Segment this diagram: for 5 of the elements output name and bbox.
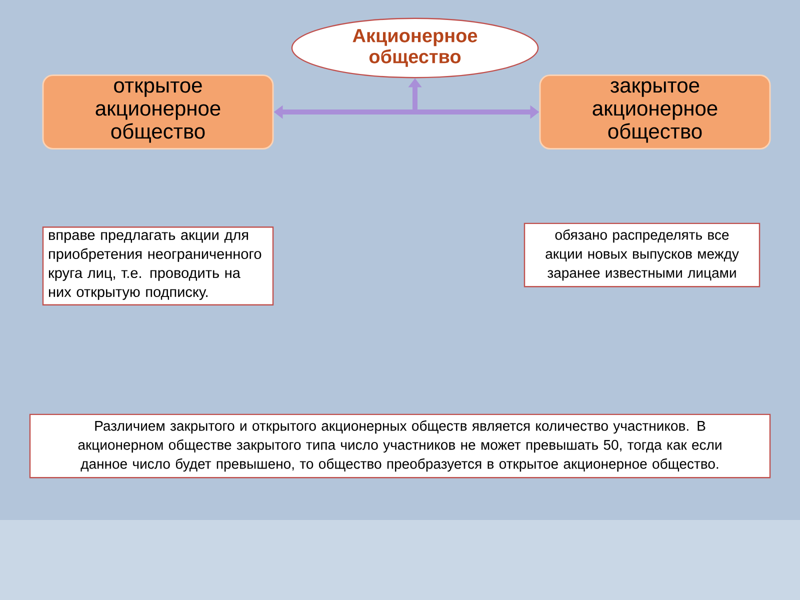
description-box: Различием закрытого и открытого акционерных обществ является количество участников. В акционерном обществе закрытого типа число участников не может превышать 50, тогда как если данное число будет превышено, то общество преобразуется в открытое акционерное общество. [29, 414, 771, 478]
description-box: обязано распределять все акции новых выпусков между заранее известными лицами [524, 222, 760, 288]
category-box: закрытое акционерное общество [539, 74, 771, 150]
description-box: вправе предлагать акции для приобретения неограниченного круга лиц, т.е. проводить на них открытую подписку. [42, 226, 274, 306]
category-box: открытое акционерное общество [42, 74, 274, 150]
